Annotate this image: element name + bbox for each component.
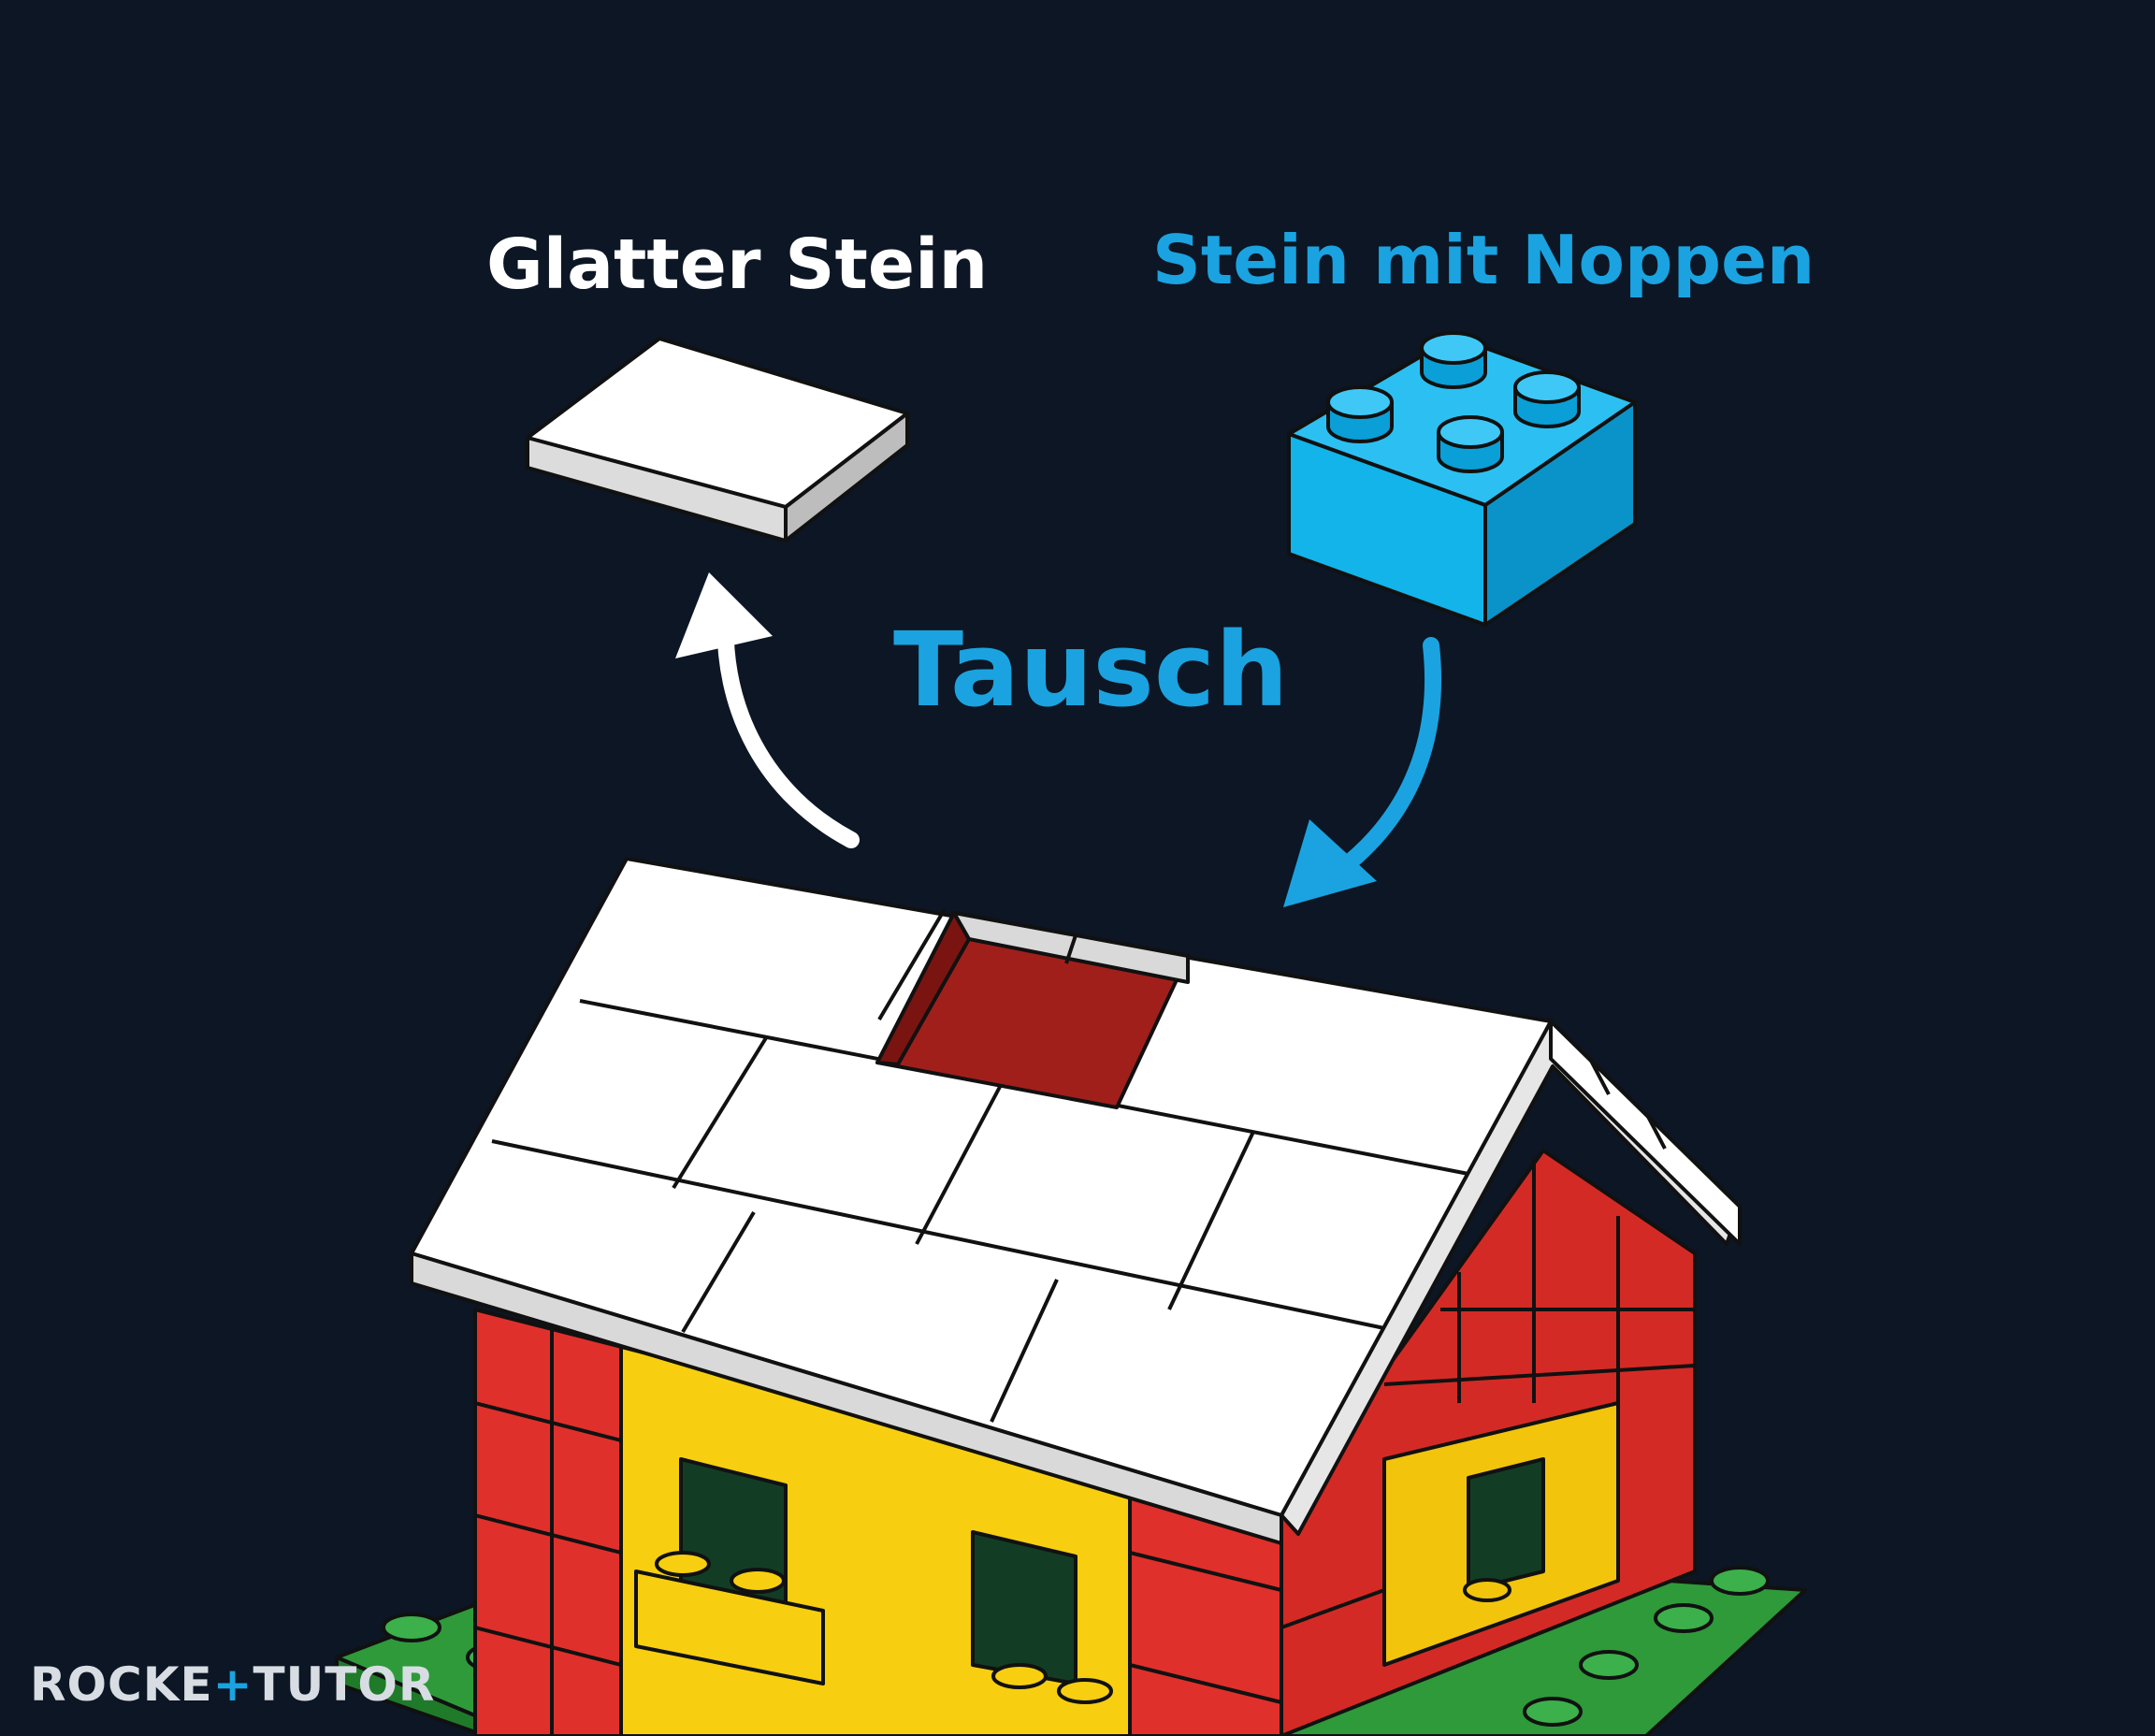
- roof-eave: [1549, 1020, 1742, 1246]
- logo-text-part1: ROCKE: [30, 1657, 213, 1712]
- arrow-to-roof: [1283, 637, 1442, 907]
- base-stud: [1710, 1566, 1770, 1596]
- stud-brick-label: Stein mit Noppen: [1152, 221, 1815, 299]
- logo-plus: +: [212, 1657, 253, 1712]
- house-side-wall: [1280, 1149, 1697, 1736]
- smooth-brick: [526, 337, 909, 542]
- logo-text-part2: TUTOR: [253, 1657, 436, 1712]
- stud: [1513, 370, 1581, 428]
- rocket-tutor-logo: ROCKE+TUTOR: [30, 1657, 435, 1712]
- stud-brick: [1287, 331, 1637, 627]
- sill-stud: [1463, 1578, 1511, 1602]
- base-stud: [1523, 1697, 1583, 1727]
- base-stud: [382, 1613, 441, 1642]
- base-stud: [1654, 1603, 1714, 1633]
- sill-stud: [655, 1551, 711, 1577]
- house-roof: [410, 857, 1742, 1545]
- stud: [1420, 331, 1487, 389]
- house-front-wall: [473, 1308, 1283, 1736]
- window: [971, 1530, 1078, 1685]
- sill-stud: [730, 1568, 786, 1594]
- swap-label: Tausch: [893, 610, 1289, 730]
- stud: [1437, 415, 1504, 473]
- sill-stud: [991, 1663, 1048, 1689]
- sill-stud: [1057, 1678, 1113, 1704]
- smooth-brick-label: Glatter Stein: [486, 224, 989, 305]
- arrow-to-smooth-brick: [675, 572, 860, 848]
- window: [1467, 1457, 1545, 1592]
- base-stud: [1579, 1650, 1639, 1680]
- stud: [1326, 385, 1394, 443]
